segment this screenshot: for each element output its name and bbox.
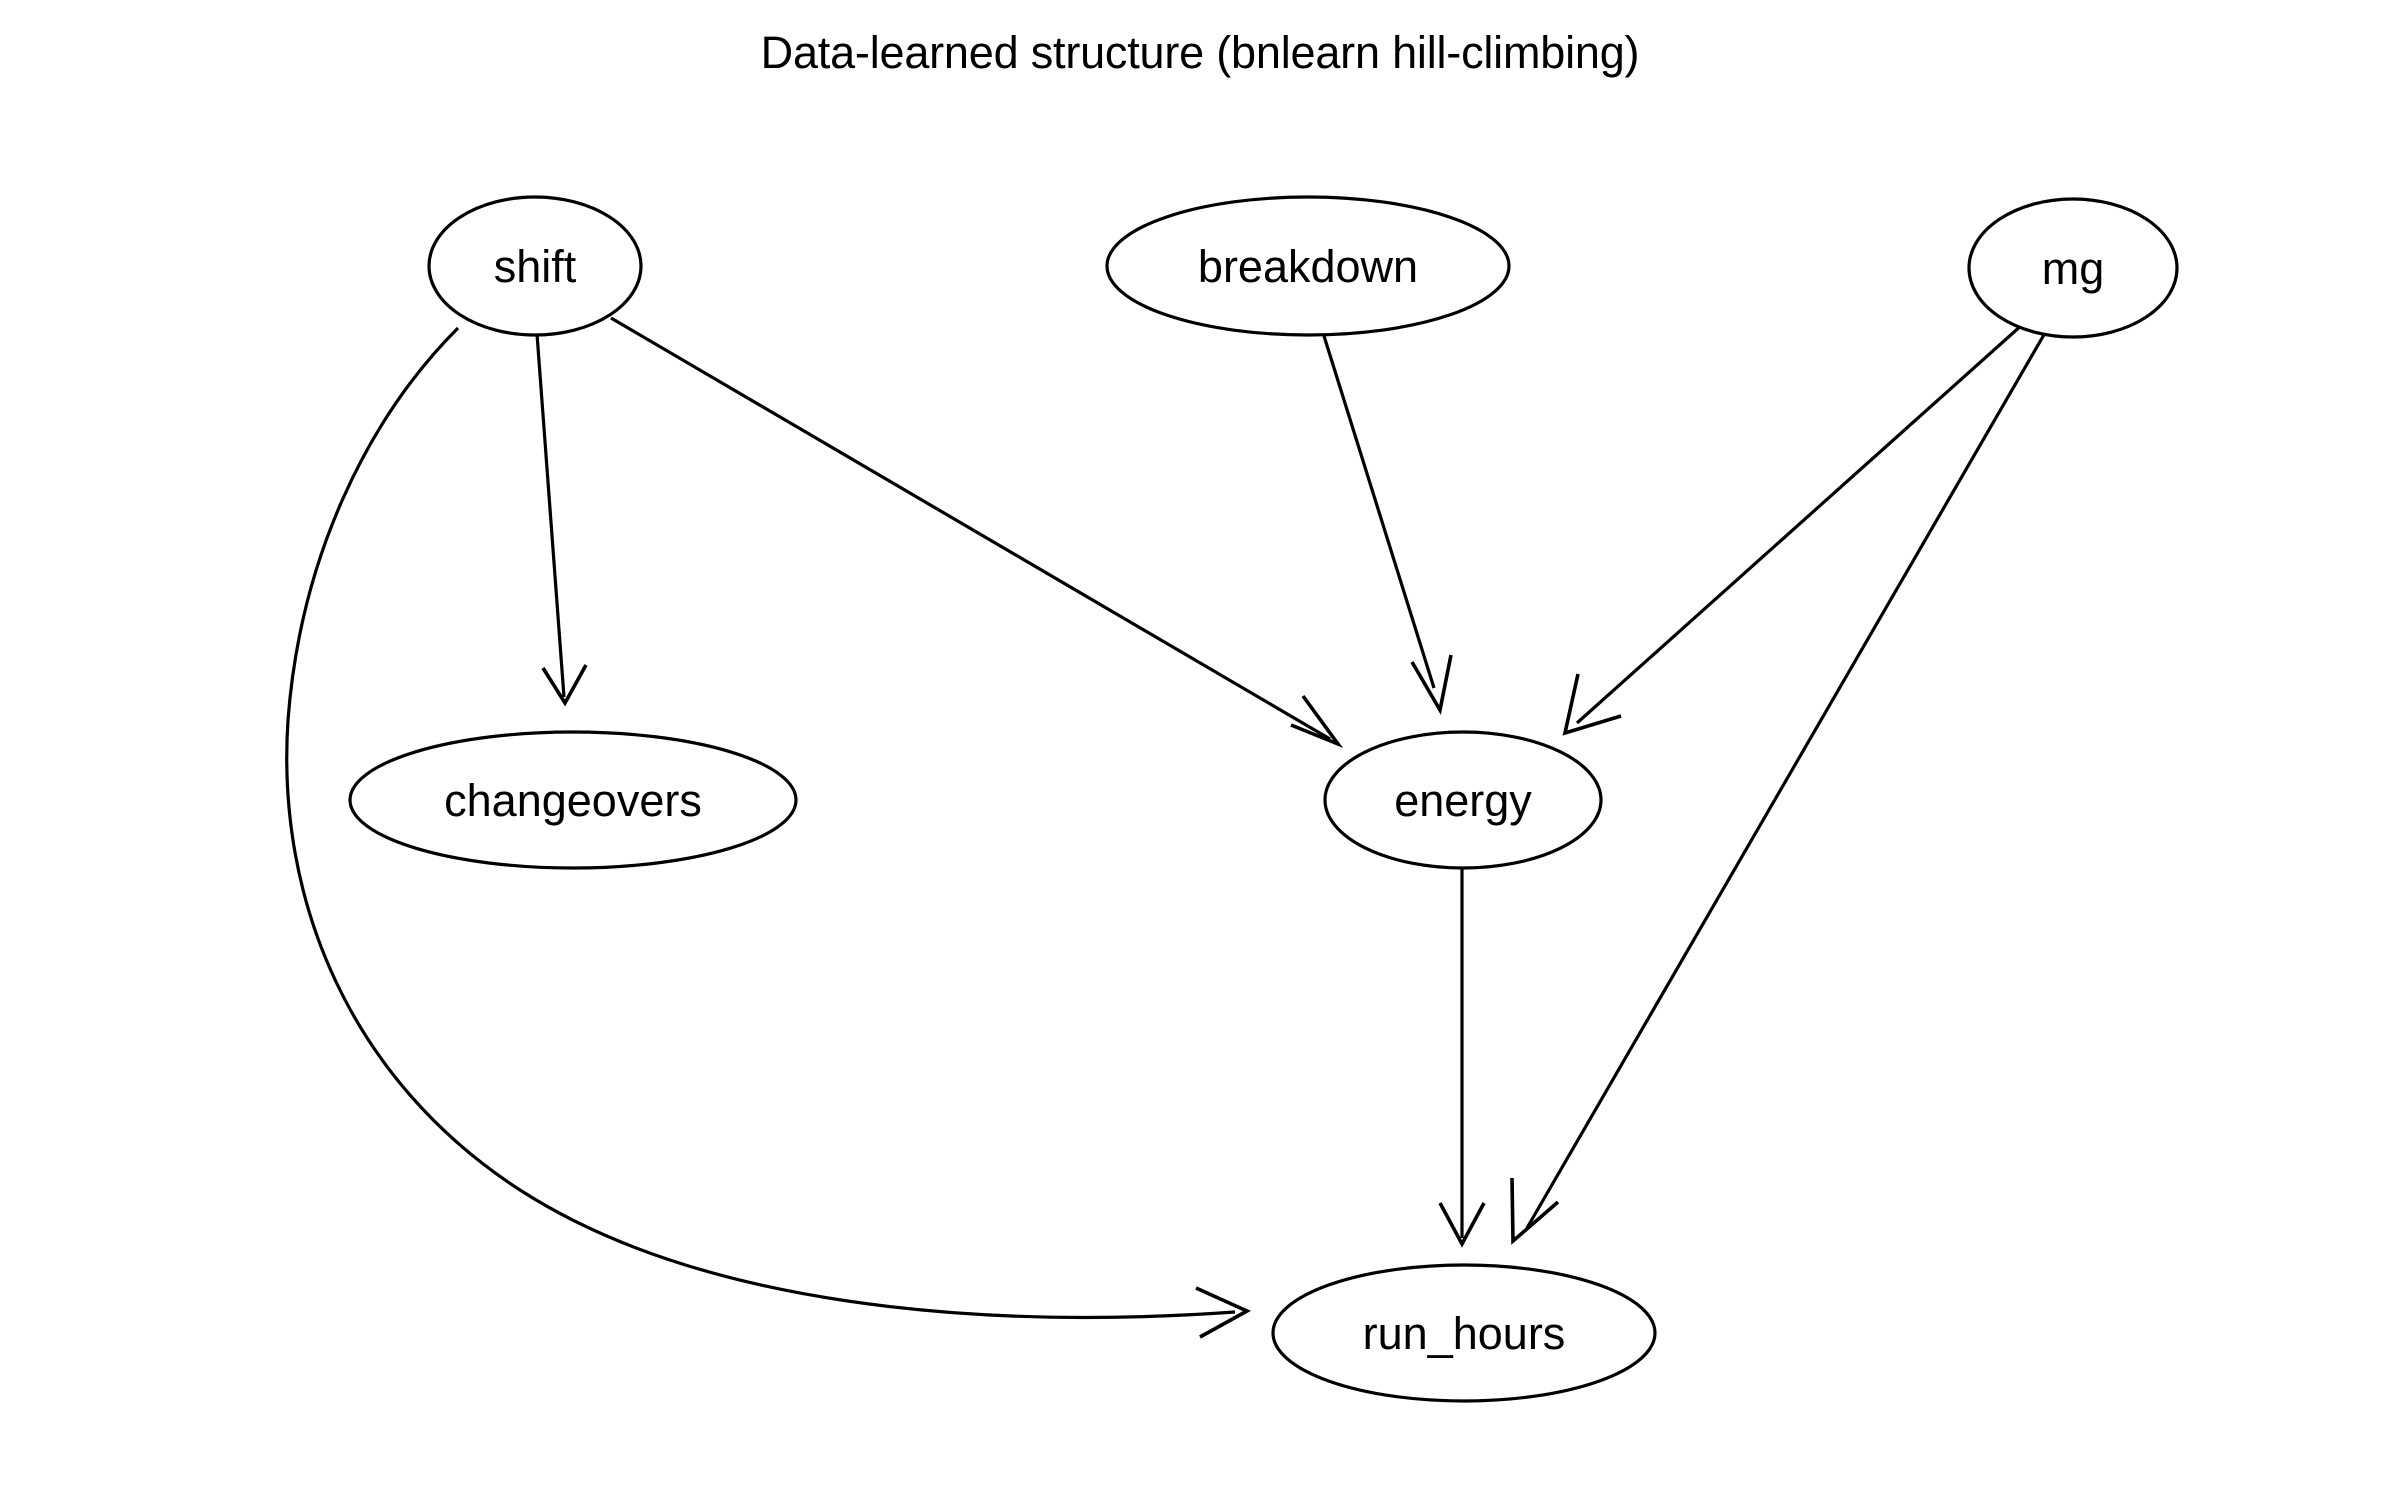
node-energy[interactable]: energy xyxy=(1323,730,1603,870)
node-run-hours[interactable]: run_hours xyxy=(1271,1263,1657,1403)
node-changeovers[interactable]: changeovers xyxy=(348,730,798,870)
node-changeovers-label: changeovers xyxy=(444,775,702,826)
node-shift-label: shift xyxy=(494,241,577,292)
edge-breakdown-to-energy xyxy=(1322,335,1453,716)
node-mg[interactable]: mg xyxy=(1967,197,2179,339)
edge-mg-to-energy xyxy=(1562,322,2025,736)
node-breakdown[interactable]: breakdown xyxy=(1105,195,1511,337)
node-changeovers-ellipse[interactable] xyxy=(348,730,798,870)
edge-shift-to-changeovers xyxy=(535,333,588,707)
node-layer: shift breakdown mg changeovers energy ru xyxy=(348,195,2179,1403)
node-energy-ellipse[interactable] xyxy=(1323,730,1603,870)
edge-mg-to-run-hours xyxy=(1510,332,2047,1245)
page-title: Data-learned structure (bnlearn hill-cli… xyxy=(760,27,1640,78)
edge-layer xyxy=(285,316,2047,1339)
node-run-hours-ellipse[interactable] xyxy=(1271,1263,1657,1403)
node-mg-label: mg xyxy=(2042,243,2105,294)
node-run-hours-label: run_hours xyxy=(1363,1308,1566,1359)
edge-energy-to-run-hours xyxy=(1438,869,1486,1248)
node-shift-ellipse[interactable] xyxy=(427,195,643,337)
edge-shift-to-run-hours xyxy=(285,326,1252,1339)
node-shift[interactable]: shift xyxy=(427,195,643,337)
node-mg-ellipse[interactable] xyxy=(1967,197,2179,339)
edge-shift-to-energy xyxy=(610,316,1344,749)
node-energy-label: energy xyxy=(1394,775,1532,826)
node-breakdown-ellipse[interactable] xyxy=(1105,195,1511,337)
node-breakdown-label: breakdown xyxy=(1198,241,1418,292)
